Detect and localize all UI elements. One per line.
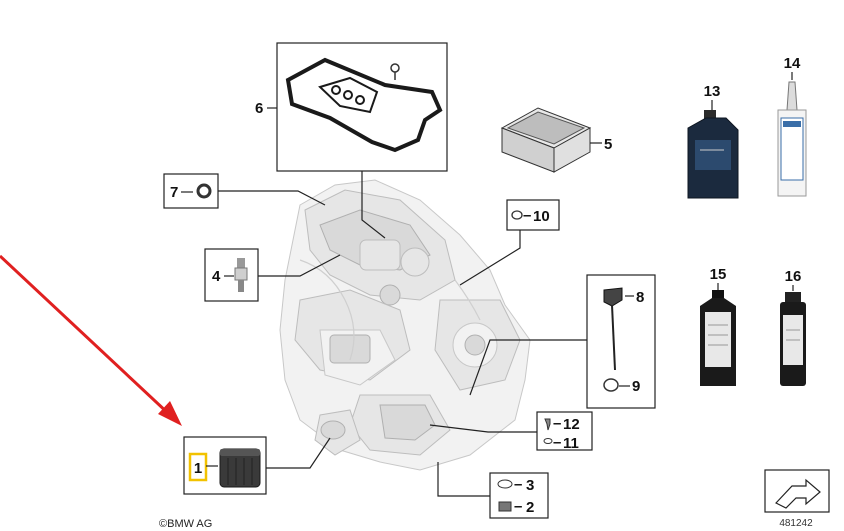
callout-8-9[interactable]: 8 9 — [469, 274, 656, 409]
callout-10[interactable]: – 10 — [459, 199, 560, 286]
callout-number-3: 3 — [526, 477, 534, 494]
air-filter-icon — [500, 107, 592, 173]
item-13[interactable]: 13 — [687, 83, 739, 199]
spark-plug-icon — [234, 258, 248, 292]
dipstick-icon — [603, 287, 623, 371]
item-14[interactable]: 14 — [777, 55, 807, 197]
copyright-text: ©BMW AG — [159, 518, 212, 530]
callout-number: 14 — [784, 55, 801, 72]
view-direction-icon — [764, 469, 830, 513]
callout-2-3[interactable]: – 3 – 2 — [437, 462, 549, 519]
callout-number: 4 — [212, 268, 221, 285]
callout-7[interactable]: 7 — [163, 173, 326, 209]
svg-text:–: – — [553, 434, 561, 451]
callout-1[interactable]: 1 — [183, 436, 331, 495]
callout-number: 6 — [255, 100, 263, 117]
callout-number-12: 12 — [563, 416, 580, 433]
engine-oil-bottle-icon — [687, 110, 739, 199]
highlight-box — [188, 452, 208, 482]
red-arrow-icon — [0, 254, 182, 426]
o-ring-icon — [603, 378, 619, 392]
callout-6[interactable]: 6 — [255, 42, 448, 239]
callout-number: 16 — [785, 268, 802, 285]
callout-number-8: 8 — [636, 289, 644, 306]
item-16[interactable]: 16 — [780, 268, 806, 386]
seal-ring-icon — [543, 438, 553, 444]
svg-text:–: – — [553, 415, 561, 432]
seal-ring-icon — [511, 210, 523, 220]
spray-can-icon — [780, 292, 806, 386]
svg-text:–: – — [523, 207, 531, 224]
callout-number: 7 — [170, 184, 178, 201]
item-15[interactable]: 15 — [700, 266, 736, 386]
callout-4[interactable]: 4 — [204, 248, 341, 302]
callout-number-11: 11 — [563, 435, 579, 452]
sealant-tube-icon — [777, 81, 807, 197]
callout-number: 15 — [710, 266, 727, 283]
callout-number-2: 2 — [526, 499, 534, 516]
svg-text:–: – — [514, 498, 522, 515]
drain-plug-icon — [498, 501, 512, 512]
bolt-icon — [544, 418, 551, 431]
callout-number-9: 9 — [632, 378, 640, 395]
callout-number: 10 — [533, 208, 550, 225]
callout-11-12[interactable]: – 12 – 11 — [429, 411, 593, 452]
fluid-bottle-icon — [700, 290, 736, 386]
oil-filter-icon — [219, 448, 261, 488]
callout-number: 13 — [704, 83, 721, 100]
engine-illustration — [279, 179, 531, 471]
washer-icon — [196, 183, 212, 199]
gasket-icon — [285, 57, 443, 153]
o-ring-icon — [497, 479, 513, 489]
callout-number: 1 — [194, 460, 202, 477]
svg-text:–: – — [514, 476, 522, 493]
diagram-id: 481242 — [779, 518, 813, 529]
callout-5[interactable]: 5 — [500, 107, 612, 173]
callout-number: 5 — [604, 136, 612, 153]
